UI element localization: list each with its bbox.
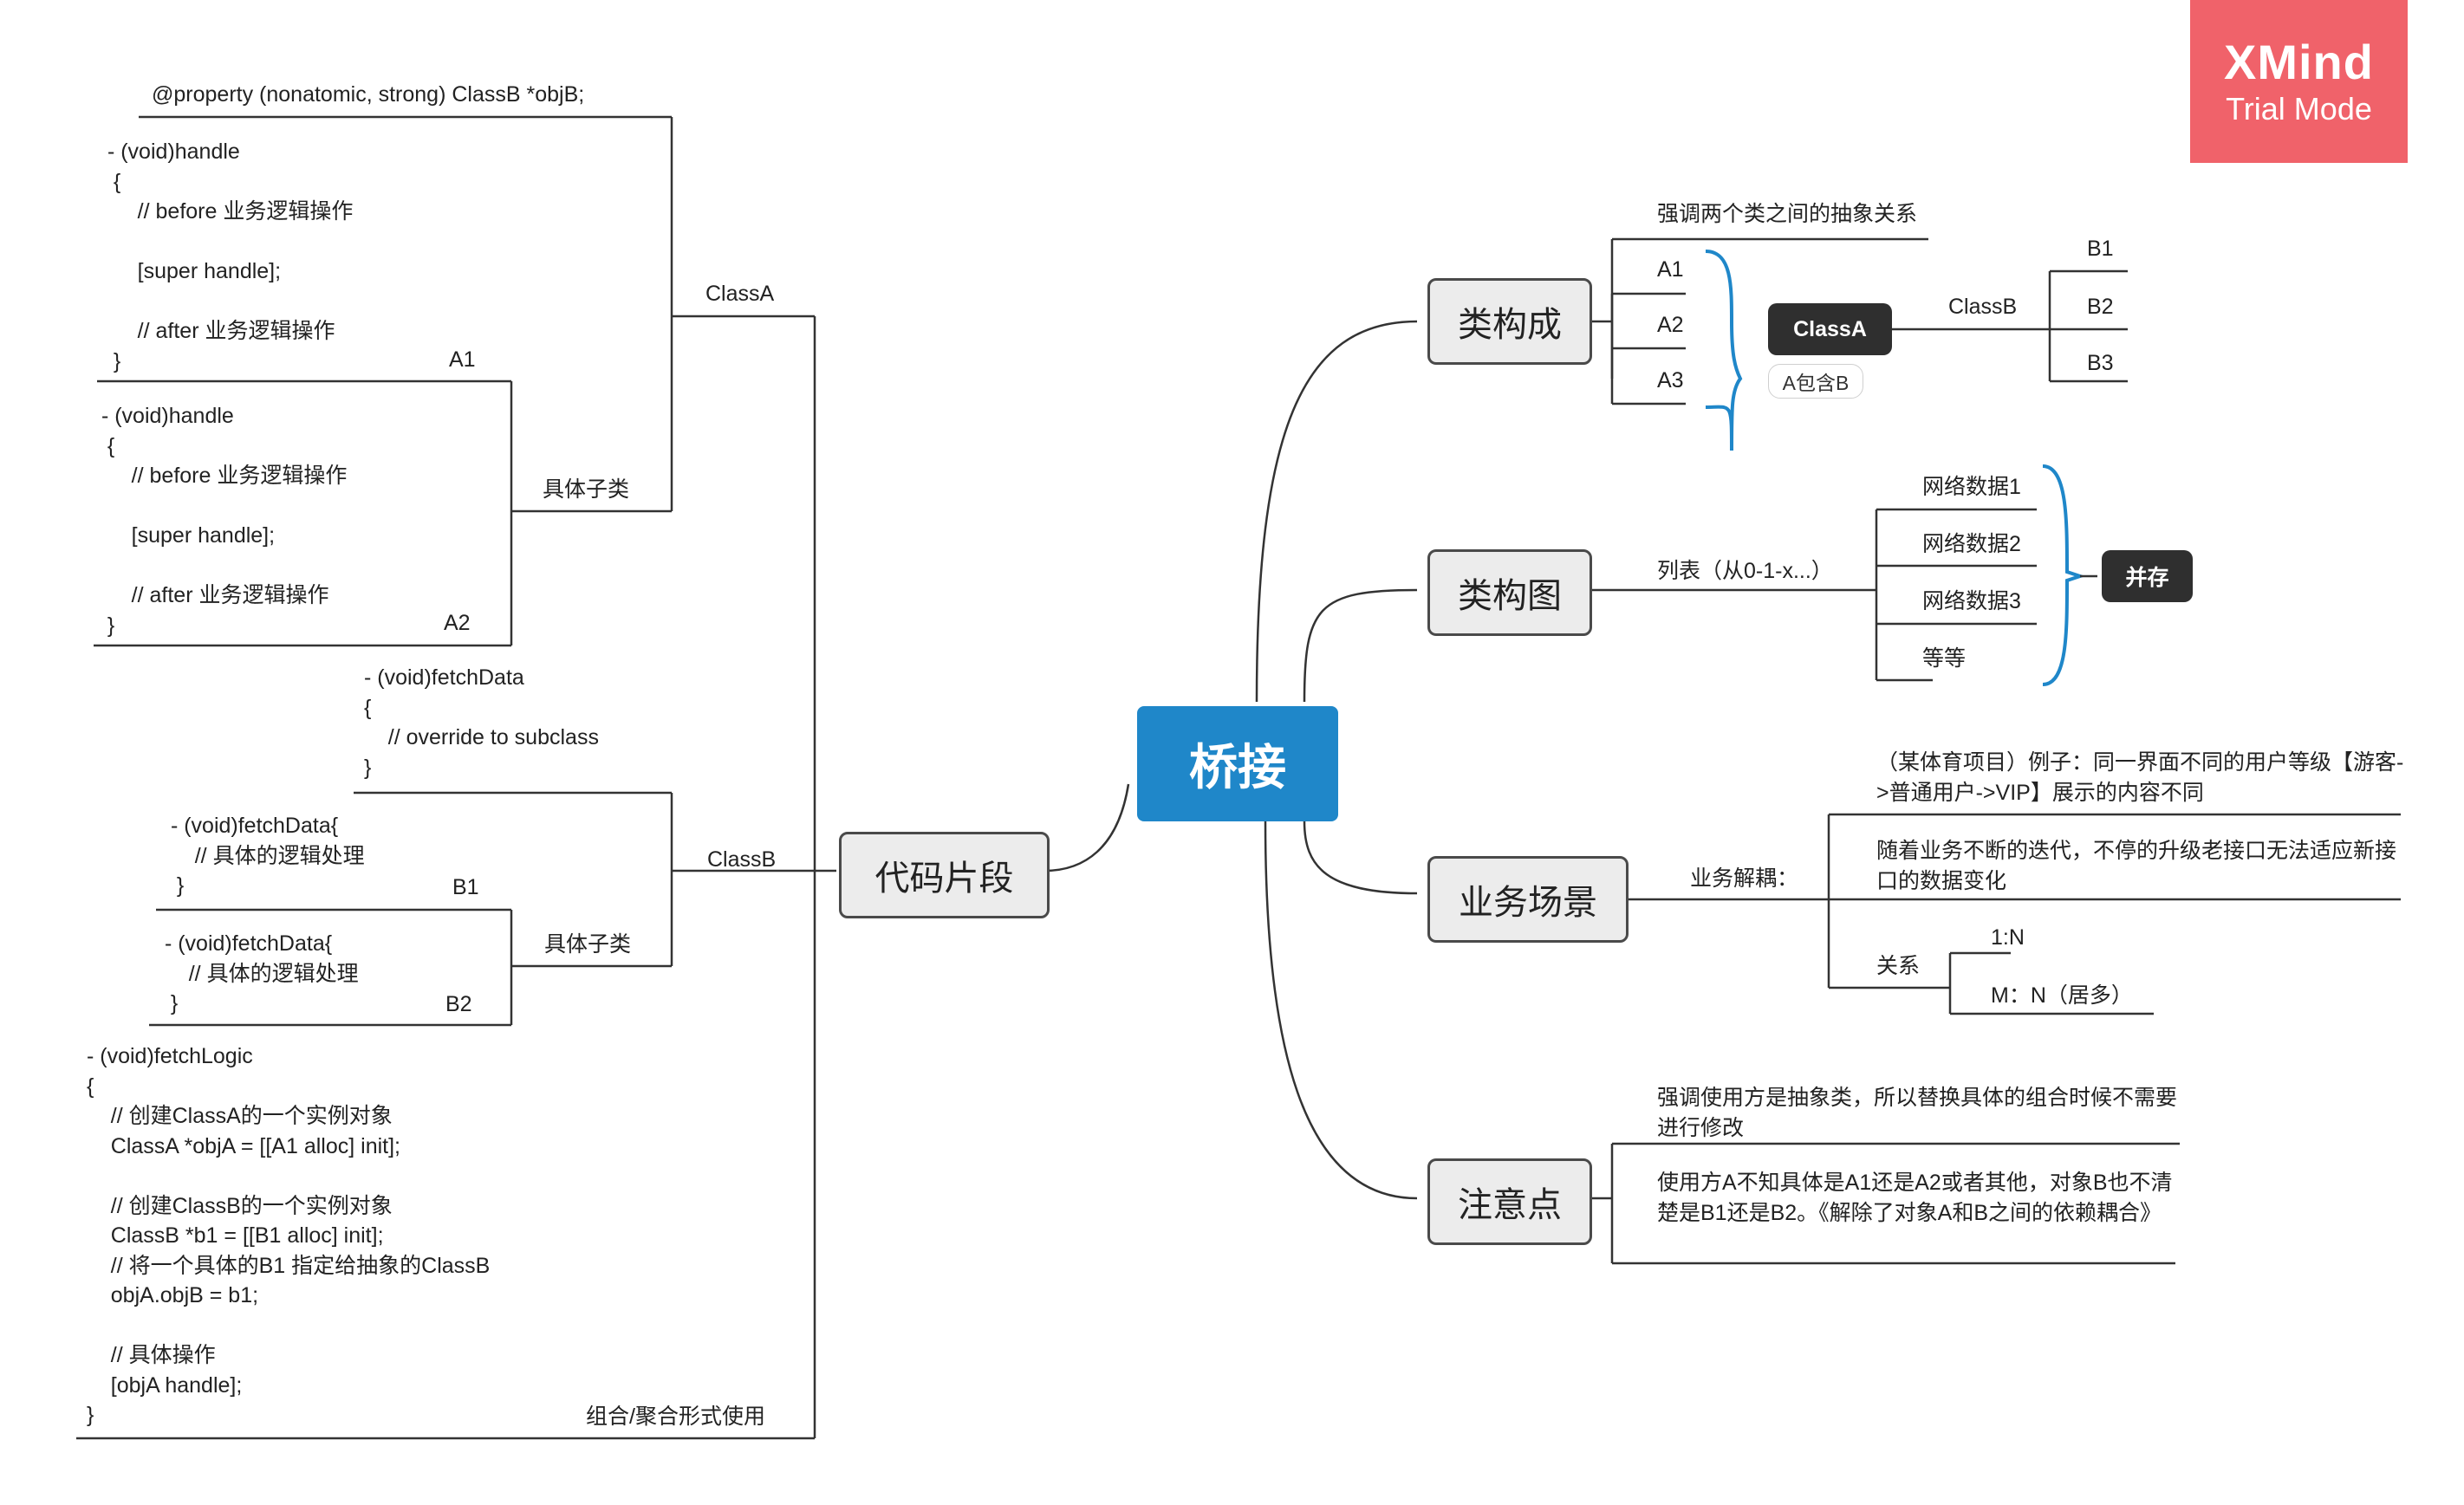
code-line: // before 业务逻辑操作 <box>95 464 348 488</box>
code-classA-subclass-label[interactable]: 具体子类 <box>543 477 630 502</box>
composition-item-a3[interactable]: A3 <box>1657 368 1684 392</box>
business-label[interactable]: 业务解耦： <box>1690 866 1799 891</box>
composition-item-b1[interactable]: B1 <box>2087 237 2114 261</box>
diagram-summary-coexist[interactable]: 并存 <box>2102 550 2193 602</box>
code-b2-block[interactable]: - (void)fetchData{ // 具体的逻辑处理 } <box>159 929 359 1019</box>
topic-code-snippets[interactable]: 代码片段 <box>839 832 1050 918</box>
code-b1-block[interactable]: - (void)fetchData{ // 具体的逻辑处理 } <box>165 811 365 901</box>
code-line: { <box>87 1074 94 1099</box>
code-line: - (void)fetchData <box>364 665 524 690</box>
diagram-item-2[interactable]: 网络数据2 <box>1922 532 2021 556</box>
topic-class-composition[interactable]: 类构成 <box>1427 278 1592 365</box>
composition-classB[interactable]: ClassB <box>1948 295 2018 319</box>
code-line <box>87 1161 490 1191</box>
code-line: } <box>159 991 179 1015</box>
watermark-brand: XMind <box>2224 35 2374 89</box>
notes-note1[interactable]: 强调使用方是抽象类，所以替换具体的组合时候不需要进行修改 <box>1657 1086 2178 1140</box>
code-line: // 创建ClassA的一个实例对象 <box>87 1104 393 1128</box>
code-line: - (void)fetchData{ <box>165 814 339 838</box>
code-line: // after 业务逻辑操作 <box>101 319 335 343</box>
notes-note2[interactable]: 使用方A不知具体是A1还是A2或者其他，对象B也不清楚是B1还是B2。《解除了对… <box>1657 1171 2173 1225</box>
code-line: // after 业务逻辑操作 <box>95 583 329 607</box>
diagram-item-4[interactable]: 等等 <box>1922 646 1967 671</box>
code-line: - (void)fetchLogic <box>87 1044 253 1068</box>
business-example[interactable]: （某体育项目）例子：同一界面不同的用户等级【游客->普通用户->VIP】展示的内… <box>1876 750 2404 805</box>
code-line <box>95 491 347 522</box>
topic-notes[interactable]: 注意点 <box>1427 1158 1592 1245</box>
composition-item-a2[interactable]: A2 <box>1657 313 1684 337</box>
code-classB-subclass-label[interactable]: 具体子类 <box>544 932 632 957</box>
diagram-list-label[interactable]: 列表（从0-1-x...） <box>1657 559 1833 583</box>
code-fetch-block[interactable]: - (void)fetchData { // override to subcl… <box>364 663 599 782</box>
central-topic[interactable]: 桥接 <box>1137 706 1338 821</box>
diagram-item-3[interactable]: 网络数据3 <box>1922 589 2021 613</box>
code-line: // 将一个具体的B1 指定给抽象的ClassB <box>87 1253 491 1278</box>
code-line <box>101 287 353 317</box>
composition-note[interactable]: 强调两个类之间的抽象关系 <box>1657 202 1918 226</box>
code-line: [objA handle]; <box>87 1372 243 1398</box>
code-a1-label[interactable]: A1 <box>449 347 476 372</box>
code-a1-block[interactable]: - (void)handle { // before 业务逻辑操作 [super… <box>101 137 353 376</box>
code-line: { <box>95 433 115 458</box>
code-line: // override to subclass <box>364 725 599 749</box>
code-line: // 具体的逻辑处理 <box>165 843 365 868</box>
code-line: { <box>101 169 121 194</box>
diagram-item-1[interactable]: 网络数据1 <box>1922 475 2021 499</box>
watermark-mode: Trial Mode <box>2226 91 2372 126</box>
composition-item-a1[interactable]: A1 <box>1657 257 1684 282</box>
code-line: // 创建ClassB的一个实例对象 <box>87 1193 393 1218</box>
code-line: ClassB *b1 = [[B1 alloc] init]; <box>87 1223 384 1248</box>
code-line: } <box>101 348 121 373</box>
code-classA-property[interactable]: @property (nonatomic, strong) ClassB *ob… <box>152 82 585 107</box>
business-relation-1n[interactable]: 1:N <box>1991 925 2025 950</box>
code-line: [super handle]; <box>101 259 282 283</box>
code-a2-block[interactable]: - (void)handle { // before 业务逻辑操作 [super… <box>95 401 347 640</box>
composition-item-b3[interactable]: B3 <box>2087 351 2114 375</box>
code-line: } <box>165 873 185 898</box>
code-classA-label[interactable]: ClassA <box>705 282 775 306</box>
composition-item-b2[interactable]: B2 <box>2087 295 2114 319</box>
composition-classA-tag[interactable]: A包含B <box>1768 364 1863 399</box>
code-line: - (void)handle <box>95 404 234 428</box>
code-usage-label[interactable]: 组合/聚合形式使用 <box>586 1404 765 1429</box>
code-classB-label[interactable]: ClassB <box>707 847 777 872</box>
business-relation-mn[interactable]: M：N（居多） <box>1991 983 2133 1008</box>
code-line: [super handle]; <box>95 523 276 548</box>
topic-business-scenario[interactable]: 业务场景 <box>1427 856 1629 943</box>
code-b2-label[interactable]: B2 <box>445 992 472 1016</box>
code-line: } <box>95 613 115 638</box>
code-line: // 具体的逻辑处理 <box>159 961 359 986</box>
code-line: // 具体操作 <box>87 1343 216 1367</box>
business-iteration[interactable]: 随着业务不断的迭代，不停的升级老接口无法适应新接口的数据变化 <box>1876 839 2397 893</box>
code-a2-label[interactable]: A2 <box>444 611 471 635</box>
code-line: } <box>87 1403 94 1427</box>
code-line: // before 业务逻辑操作 <box>101 199 354 224</box>
code-line <box>95 551 347 581</box>
code-line <box>101 227 353 257</box>
code-b1-label[interactable]: B1 <box>452 875 479 899</box>
code-line: ClassA *objA = [[A1 alloc] init]; <box>87 1133 400 1158</box>
code-usage-block[interactable]: - (void)fetchLogic { // 创建ClassA的一个实例对象 … <box>87 1041 490 1430</box>
code-line: objA.objB = b1; <box>87 1283 259 1307</box>
business-relation[interactable]: 关系 <box>1876 954 1921 978</box>
topic-class-diagram[interactable]: 类构图 <box>1427 549 1592 636</box>
code-line: { <box>364 695 372 720</box>
code-line <box>87 1311 490 1341</box>
code-line: - (void)handle <box>101 139 240 164</box>
code-line: - (void)fetchData{ <box>159 931 333 956</box>
xmind-watermark: XMind Trial Mode <box>2190 0 2408 163</box>
composition-classA-summary[interactable]: ClassA <box>1768 303 1892 355</box>
code-line: } <box>364 755 372 780</box>
